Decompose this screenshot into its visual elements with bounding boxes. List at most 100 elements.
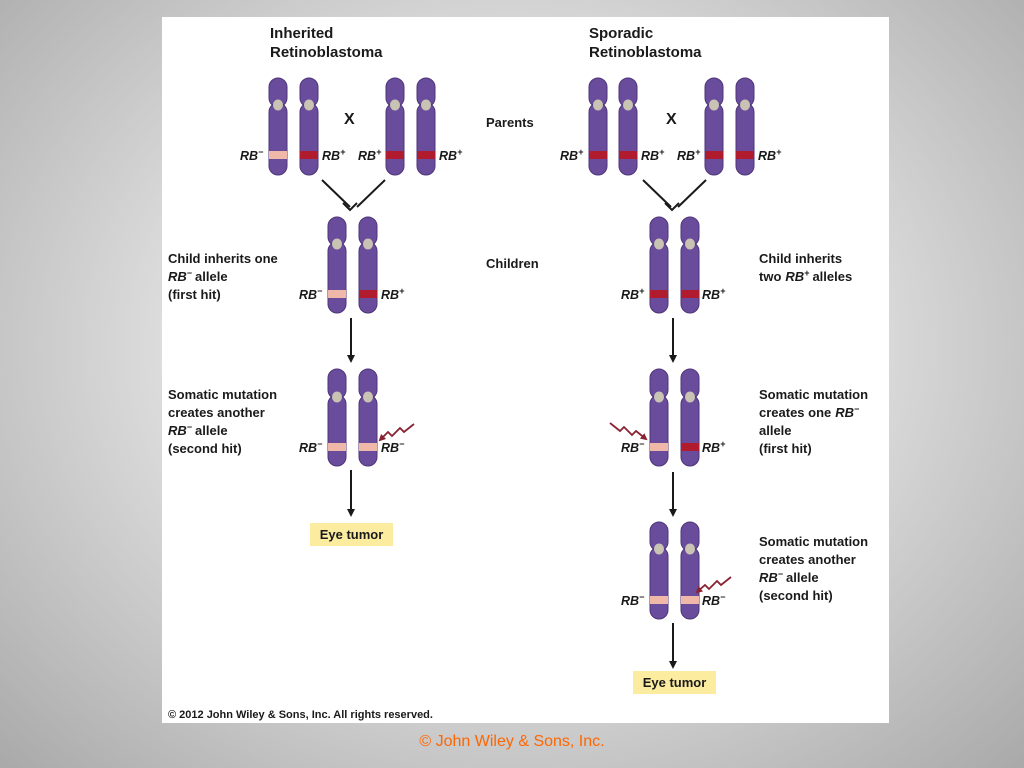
- allele-symbol: RB: [758, 149, 776, 163]
- inherited-child-note-line1: Child inherits one: [168, 251, 278, 266]
- centromere: [304, 99, 314, 111]
- chromosome: [358, 216, 378, 314]
- centromere: [363, 391, 373, 403]
- centromere: [273, 99, 283, 111]
- chromosome-long-arm: [327, 394, 347, 467]
- chromosome: [649, 368, 669, 467]
- centromere: [709, 99, 719, 111]
- allele-superscript: +: [376, 147, 382, 157]
- note-word: creates one: [759, 405, 831, 420]
- sporadic-somatic2-note-line1: Somatic mutation: [759, 534, 868, 549]
- allele-symbol: RB: [381, 441, 399, 455]
- chromosome: [680, 521, 700, 620]
- chromosome: [704, 77, 724, 176]
- allele-label-rb-plus: RB+: [358, 147, 382, 163]
- centromere: [654, 391, 664, 403]
- stage-label-parents: Parents: [486, 115, 534, 130]
- allele-superscript: −: [258, 147, 264, 157]
- sporadic-title-line1: Sporadic: [589, 25, 653, 42]
- allele-band-rb-plus: [619, 151, 637, 159]
- allele-symbol: RB: [168, 269, 187, 284]
- mutation-arrow-icon: [609, 422, 648, 441]
- chromosome-long-arm: [268, 102, 288, 176]
- figure-copyright: © 2012 John Wiley & Sons, Inc. All right…: [168, 709, 433, 721]
- allele-superscript: +: [639, 286, 645, 296]
- sporadic-somatic1-note-line4: (first hit): [759, 441, 812, 456]
- chromosome-long-arm: [588, 102, 608, 176]
- allele-symbol: RB: [785, 269, 804, 284]
- chromosome-group: [268, 77, 755, 620]
- chromosome: [358, 368, 378, 467]
- allele-band-rb-minus: [650, 596, 668, 604]
- allele-label-rb-plus: RB+: [621, 286, 645, 302]
- allele-symbol: RB: [621, 288, 639, 302]
- chromosome: [680, 216, 700, 314]
- mutation-arrow-icon: [378, 423, 415, 442]
- chromosome: [385, 77, 405, 176]
- centromere: [421, 99, 431, 111]
- allele-label-group: RB−RB+RB+RB+RB+RB+RB+RB+RB−RB+RB+RB+RB−R…: [240, 147, 782, 608]
- inherited-child-note-line3: (first hit): [168, 287, 221, 302]
- chromosome: [327, 216, 347, 314]
- allele-band-rb-plus: [705, 151, 723, 159]
- sporadic-child-note-line1: Child inherits: [759, 251, 842, 266]
- allele-superscript: +: [804, 268, 810, 278]
- eye-tumor-box-inherited: [310, 523, 393, 546]
- allele-symbol: RB: [702, 594, 720, 608]
- chromosome: [735, 77, 755, 176]
- allele-superscript: +: [720, 286, 726, 296]
- allele-superscript: −: [317, 439, 323, 449]
- allele-superscript: −: [399, 439, 405, 449]
- chromosome-long-arm: [416, 102, 436, 176]
- centromere: [685, 238, 695, 250]
- eye-tumor-box-sporadic: [633, 671, 716, 694]
- centromere: [390, 99, 400, 111]
- allele-band-rb-plus: [417, 151, 435, 159]
- note-word: two: [759, 269, 781, 284]
- inherited-somatic-note-line2: creates another: [168, 405, 265, 420]
- allele-symbol: RB: [240, 149, 258, 163]
- sporadic-somatic1-note-line3: allele: [759, 423, 792, 438]
- allele-superscript: −: [639, 592, 645, 602]
- inherited-somatic-note-line3: RB−allele: [168, 422, 228, 438]
- chromosome-long-arm: [680, 546, 700, 620]
- allele-symbol: RB: [560, 149, 578, 163]
- chromosome-long-arm: [618, 102, 638, 176]
- centromere: [623, 99, 633, 111]
- inherited-title-line2: Retinoblastoma: [270, 44, 383, 61]
- allele-superscript: +: [340, 147, 346, 157]
- chromosome-long-arm: [327, 241, 347, 314]
- slide-footer-copyright: © John Wiley & Sons, Inc.: [419, 733, 605, 750]
- allele-superscript: +: [399, 286, 405, 296]
- centromere: [654, 543, 664, 555]
- allele-symbol: RB: [835, 405, 854, 420]
- eye-tumor-label-inherited: Eye tumor: [320, 527, 384, 542]
- chromosome: [680, 368, 700, 467]
- centromere: [654, 238, 664, 250]
- allele-symbol: RB: [439, 149, 457, 163]
- chromosome-long-arm: [649, 241, 669, 314]
- allele-label-rb-plus: RB+: [439, 147, 463, 163]
- chromosome-long-arm: [704, 102, 724, 176]
- allele-superscript: −: [639, 439, 645, 449]
- allele-symbol: RB: [621, 594, 639, 608]
- allele-superscript: −: [720, 592, 726, 602]
- sporadic-somatic2-note-line4: (second hit): [759, 588, 833, 603]
- allele-label-rb-plus: RB+: [702, 286, 726, 302]
- inherited-title-line1: Inherited: [270, 25, 333, 42]
- stage-label-children: Children: [486, 256, 539, 271]
- chromosome-long-arm: [680, 394, 700, 467]
- allele-symbol: RB: [621, 441, 639, 455]
- allele-label-rb-plus: RB+: [641, 147, 665, 163]
- allele-band-rb-minus: [359, 443, 377, 451]
- allele-superscript: −: [187, 422, 193, 432]
- inherited-somatic-note-line4: (second hit): [168, 441, 242, 456]
- allele-band-rb-minus: [650, 443, 668, 451]
- allele-superscript: +: [776, 147, 782, 157]
- cross-symbol-inherited: X: [344, 111, 355, 128]
- chromosome: [416, 77, 436, 176]
- centromere: [685, 543, 695, 555]
